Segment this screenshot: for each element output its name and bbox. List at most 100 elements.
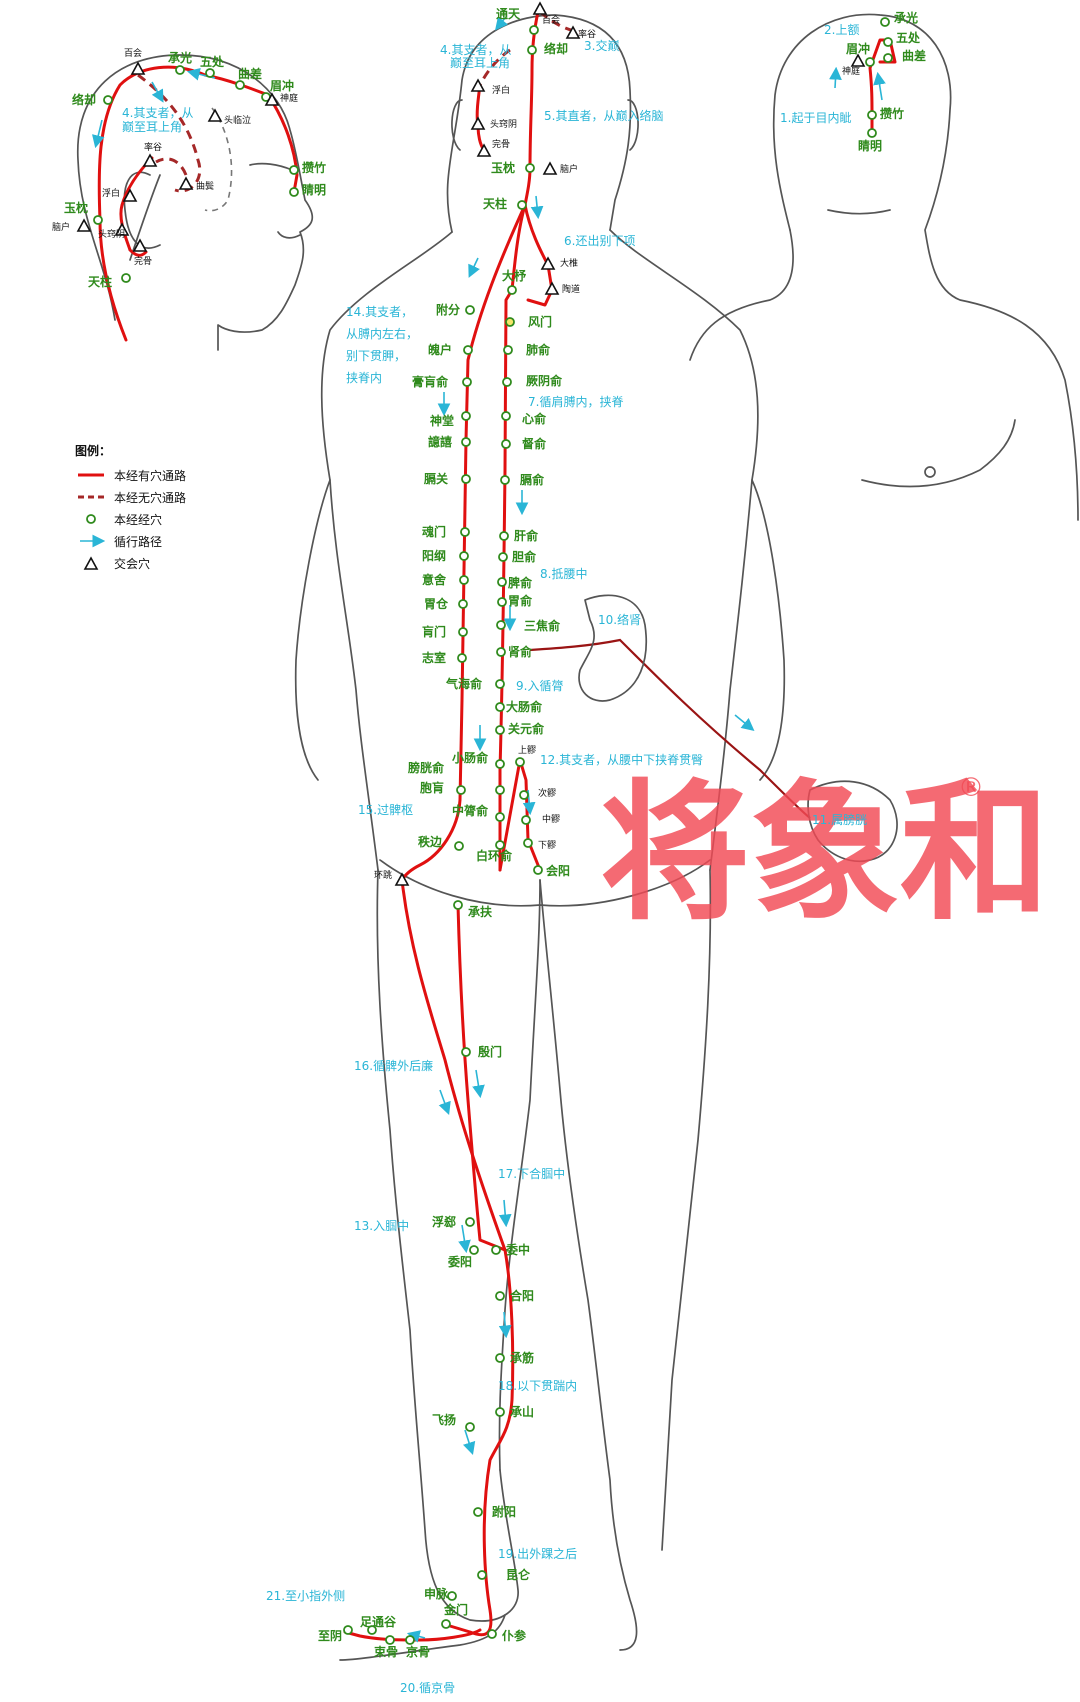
point-label: 次髎 <box>538 787 556 799</box>
point-label: 上髎 <box>518 745 536 756</box>
point-label: 膈关 <box>423 471 448 486</box>
point-label: 睛明 <box>858 138 882 153</box>
point-label: 昆仑 <box>506 1567 531 1582</box>
point-label: 承筋 <box>510 1350 534 1365</box>
point-label: 意舍 <box>422 572 447 587</box>
point-label: 承山 <box>510 1404 534 1419</box>
crossing-label: 完骨 <box>492 138 510 150</box>
crossing-label: 浮白 <box>102 187 120 199</box>
point-label: 殷门 <box>478 1044 502 1059</box>
step-label: 17.下合腘中 <box>498 1166 565 1181</box>
point-label: 委阳 <box>447 1254 472 1269</box>
point-label: 玉枕 <box>64 200 88 215</box>
step-label: 10.络肾 <box>598 612 641 627</box>
point-label: 承光 <box>168 50 192 65</box>
step-label: 7.循肩膊内，挟脊 <box>528 394 623 409</box>
crossing-label: 百会 <box>542 14 560 26</box>
step-label: 19.出外踝之后 <box>498 1547 577 1561</box>
point-label: 下髎 <box>538 840 556 851</box>
crossing-label: 神庭 <box>842 65 860 77</box>
point-label: 浮郄 <box>432 1214 456 1229</box>
crossing-label: 头窍阴 <box>490 118 517 130</box>
step-label: 别下贯胛， <box>346 349 406 363</box>
back-inner-labels: 大杼 风门 肺俞 厥阴俞 心俞 督俞 膈俞 肝俞 胆俞 脾俞 胃俞 三焦俞 肾俞… <box>407 268 563 863</box>
step-label: 巅至耳上角 <box>122 120 182 134</box>
point-label: 承光 <box>894 10 918 25</box>
point-label: 小肠俞 <box>452 750 489 765</box>
point-label: 胆俞 <box>512 549 537 564</box>
point-label: 肾俞 <box>508 644 533 659</box>
acupoint-markers <box>93 17 893 1645</box>
step-label: 13.入腘中 <box>354 1218 409 1233</box>
point-label: 魄户 <box>428 342 452 357</box>
point-label: 至阴 <box>318 1628 342 1643</box>
crossing-label: 曲鬓 <box>196 180 214 192</box>
crossing-label: 浮白 <box>492 84 510 96</box>
step-label: 2.上额 <box>824 23 859 37</box>
point-label: 胃仓 <box>424 596 449 611</box>
step-label: 20.循京骨 <box>400 1681 455 1695</box>
step-label: 8.抵腰中 <box>540 566 587 581</box>
point-label: 仆参 <box>502 1628 527 1643</box>
registered-mark: ® <box>958 773 984 803</box>
point-label: 心俞 <box>522 411 547 426</box>
point-label: 三焦俞 <box>524 618 561 633</box>
step-label: 15.过髀枢 <box>358 802 413 817</box>
point-label: 曲差 <box>902 48 926 63</box>
legend-point-label: 本经经穴 <box>114 512 162 527</box>
point-label: 束骨 <box>373 1644 398 1659</box>
back-outer-labels: 附分 魄户 膏肓俞 神堂 譩譆 膈关 魂门 阳纲 意舍 胃仓 肓门 志室 胞肓 … <box>412 302 460 849</box>
crossing-label: 脑户 <box>560 163 578 175</box>
point-label: 跗阳 <box>492 1504 516 1519</box>
point-label: 眉冲 <box>846 41 870 56</box>
crossing-label: 头临泣 <box>224 114 251 126</box>
step-label: 18.以下贯踹内 <box>498 1379 577 1393</box>
point-label: 会阳 <box>546 863 570 878</box>
watermark: 将象和 ® <box>600 765 1050 941</box>
legend-circle-icon <box>86 514 96 524</box>
legend-solid-label: 本经有穴通路 <box>114 468 186 483</box>
point-label: 膀胱俞 <box>407 760 445 775</box>
step-label: 4.其支者，从 <box>122 106 193 120</box>
point-label: 曲差 <box>238 66 262 81</box>
crossing-label: 陶道 <box>562 283 580 295</box>
point-label: 白环俞 <box>476 848 513 863</box>
point-label: 飞扬 <box>432 1412 456 1427</box>
point-label: 五处 <box>896 30 921 45</box>
point-label: 关元俞 <box>508 721 545 736</box>
point-label: 秩边 <box>418 834 443 849</box>
point-label: 中膂俞 <box>452 803 489 818</box>
point-label: 合阳 <box>510 1288 534 1303</box>
point-label: 络却 <box>544 41 568 56</box>
step-label: 4.其支者，从 <box>440 43 511 57</box>
point-label: 眉冲 <box>270 78 294 93</box>
body-step-labels: 7.循肩膊内，挟脊 8.抵腰中 9.入循膂 10.络肾 11.属膀胱 12.其支… <box>266 305 867 1695</box>
point-label: 天柱 <box>88 274 112 289</box>
point-label: 络却 <box>72 92 96 107</box>
crossing-label: 脑户 <box>52 221 70 233</box>
figure-outlines <box>77 13 1079 1661</box>
point-label: 攒竹 <box>302 160 326 175</box>
crossing-label: 率谷 <box>144 141 162 153</box>
step-label: 3.交巅 <box>584 38 619 53</box>
point-label: 通天 <box>496 6 521 21</box>
point-label: 玉枕 <box>491 160 515 175</box>
step-label: 巅至耳上角 <box>450 56 510 70</box>
step-label: 9.入循膂 <box>516 678 563 693</box>
crossing-label: 头窍阴 <box>98 228 125 240</box>
point-label: 厥阴俞 <box>526 373 563 388</box>
point-label: 委中 <box>505 1242 530 1257</box>
point-label: 胃俞 <box>508 593 533 608</box>
point-label: 膈俞 <box>519 472 545 487</box>
leg-labels: 承扶 殷门 浮郄 委阳 委中 合阳 承筋 承山 飞扬 跗阳 昆仑 申脉 仆参 金… <box>318 904 534 1659</box>
step-label: 11.属膀胱 <box>812 812 867 827</box>
point-label: 大肠俞 <box>506 699 543 714</box>
point-label: 足通谷 <box>360 1614 397 1629</box>
point-label: 中髎 <box>542 813 560 825</box>
step-label: 从膊内左右， <box>346 326 418 341</box>
point-label: 五处 <box>200 54 225 69</box>
step-label: 挟脊内 <box>346 371 382 385</box>
sacral-labels: 上髎 次髎 中髎 下髎 会阳 大椎 陶道 环跳 <box>374 257 580 881</box>
crossing-markers <box>76 1 866 886</box>
point-label: 睛明 <box>302 182 326 197</box>
